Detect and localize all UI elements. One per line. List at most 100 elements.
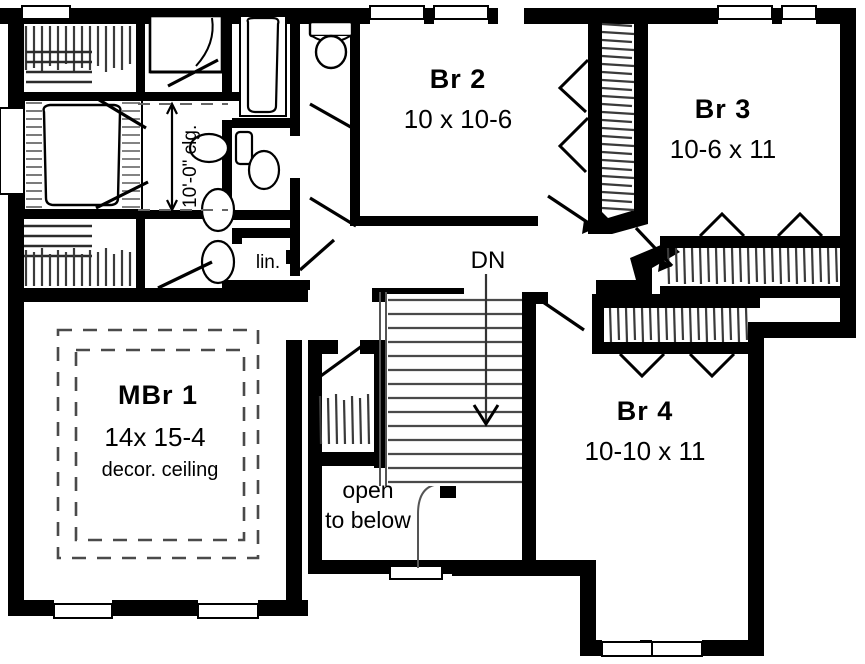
window-br2-b xyxy=(433,5,489,20)
ext-wall-top-br2-b xyxy=(424,8,434,24)
wall-hallbath-right-b xyxy=(290,178,300,276)
door-hall-closet[interactable] xyxy=(317,344,363,380)
ext-wall-top-br2-c xyxy=(488,8,498,24)
wall-closet23-right xyxy=(634,14,648,224)
wall-br4-closet-left xyxy=(592,294,604,354)
ext-wall-br3-bottom xyxy=(748,322,856,338)
wall-br4-closet-bottom xyxy=(592,342,760,354)
wall-lin-tab xyxy=(286,250,300,264)
window-mbr-a xyxy=(53,603,113,619)
closet-mbr-lower-hatch xyxy=(24,248,132,286)
ext-wall-top-br3-b xyxy=(772,8,782,24)
stair-direction-arrow xyxy=(472,404,500,427)
room-label-mbr1-note: decor. ceiling xyxy=(102,459,219,481)
wall-closet-divider-bot xyxy=(136,218,145,290)
wall-br4-closet-top xyxy=(592,294,760,308)
ext-wall-top-br3-a xyxy=(708,8,718,24)
closet-hall-hatch xyxy=(318,393,371,445)
door-br3-hall[interactable] xyxy=(634,226,674,268)
window-br2-a xyxy=(369,5,425,20)
wall-hallbath-mid xyxy=(232,118,294,128)
wall-br2-left xyxy=(350,8,360,226)
ext-wall-br4-bump-left xyxy=(580,560,596,656)
room-label-br2-dim: 10 x 10-6 xyxy=(404,104,512,134)
wall-stair-bottom-l xyxy=(440,484,456,498)
vanity-master-bowls xyxy=(200,187,236,285)
tray-outer xyxy=(56,328,260,560)
ext-wall-right-lower xyxy=(748,330,764,560)
tray-inner xyxy=(74,348,246,542)
wall-closet-upper-bottom xyxy=(8,92,278,101)
room-label-mbr1-dim: 14x 15-4 xyxy=(104,422,205,452)
door-arrowheads xyxy=(582,220,672,272)
room-label-br4-name: Br 4 xyxy=(617,396,674,426)
closet-br2-br3-hatch xyxy=(601,22,635,212)
ext-wall-bottom-br4-c xyxy=(702,640,764,656)
toilet-hall-bath xyxy=(308,20,354,70)
room-label-br2-name: Br 2 xyxy=(430,64,487,94)
sink-master-vanity xyxy=(188,130,254,166)
wall-closet23-left xyxy=(588,14,602,234)
walls-group xyxy=(0,8,856,656)
label-open-to-below-line2: to below xyxy=(325,507,411,533)
label-ceiling-height: 10'-0" clg. xyxy=(180,125,201,208)
door-br2[interactable] xyxy=(309,102,357,132)
stair-treads xyxy=(388,298,522,484)
ext-wall-mbr-corner xyxy=(286,600,308,616)
label-linen-closet: lin. xyxy=(256,252,280,273)
wall-bath-bottom xyxy=(222,210,290,220)
ext-wall-top-br2-a xyxy=(360,8,370,24)
wall-hallcloset-bottom xyxy=(308,452,388,466)
ext-wall-bottom-mbr-b xyxy=(112,600,198,616)
doors-group[interactable] xyxy=(95,58,674,568)
window-mbr-b xyxy=(197,603,259,619)
wall-closet-lower-top xyxy=(8,210,278,219)
wall-bath-left-upper xyxy=(222,8,232,98)
ext-wall-right-upper xyxy=(840,8,856,330)
room-label-br4-dim: 10-10 x 11 xyxy=(585,436,706,466)
door-closet-upper[interactable] xyxy=(95,96,147,130)
mbr-decor-ceiling-tray xyxy=(56,328,260,560)
wall-stair-head xyxy=(372,288,464,298)
window-br3-a xyxy=(717,5,773,20)
wall-hallbath-right-a xyxy=(290,8,300,136)
wall-closet23-angle xyxy=(588,198,648,234)
window-br4-a xyxy=(601,641,653,657)
closet-br2-bifold-doors[interactable] xyxy=(557,58,590,174)
door-br4-hall[interactable] xyxy=(539,298,585,332)
wall-br3-closet-upper xyxy=(660,236,842,248)
staircase xyxy=(379,274,522,486)
ext-wall-right-bump xyxy=(748,560,764,656)
closet-br4-hatch xyxy=(608,307,749,343)
bathtub-master xyxy=(23,99,143,211)
ceiling-height-dimension: 10'-0" clg. xyxy=(138,101,228,213)
room-label-mbr1-name: MBr 1 xyxy=(118,380,198,410)
door-hall-bath[interactable] xyxy=(309,196,357,228)
door-bath-shower[interactable] xyxy=(167,58,219,88)
stair-label-dn: DN xyxy=(471,247,506,274)
door-closet-lower[interactable] xyxy=(95,180,149,210)
wall-mbr-top xyxy=(8,288,308,302)
window-hall-bottom xyxy=(389,565,443,580)
room-label-br3-dim: 10-6 x 11 xyxy=(670,134,776,164)
ext-wall-mbr-right xyxy=(286,340,302,616)
wall-br2-bottom xyxy=(350,216,538,226)
window-closet-top xyxy=(21,5,71,20)
label-open-to-below-line1: open xyxy=(342,477,393,503)
closet-br4-bifold-doors[interactable] xyxy=(618,352,736,379)
window-br3-b xyxy=(781,5,817,20)
window-left-bath xyxy=(0,107,25,195)
sink-hall-bath xyxy=(247,149,281,191)
stair-stringer xyxy=(379,292,387,486)
door-mbr-bath[interactable] xyxy=(157,260,213,290)
window-br4-b xyxy=(651,641,703,657)
wall-br3-angled xyxy=(596,242,680,296)
door-linen[interactable] xyxy=(298,238,336,272)
closet-br3-bifold-doors[interactable] xyxy=(698,211,824,238)
wall-closet-divider-top xyxy=(136,8,145,93)
wall-br4-left xyxy=(522,292,536,570)
wall-hallbath-low xyxy=(232,228,294,238)
windows-group xyxy=(0,5,817,657)
